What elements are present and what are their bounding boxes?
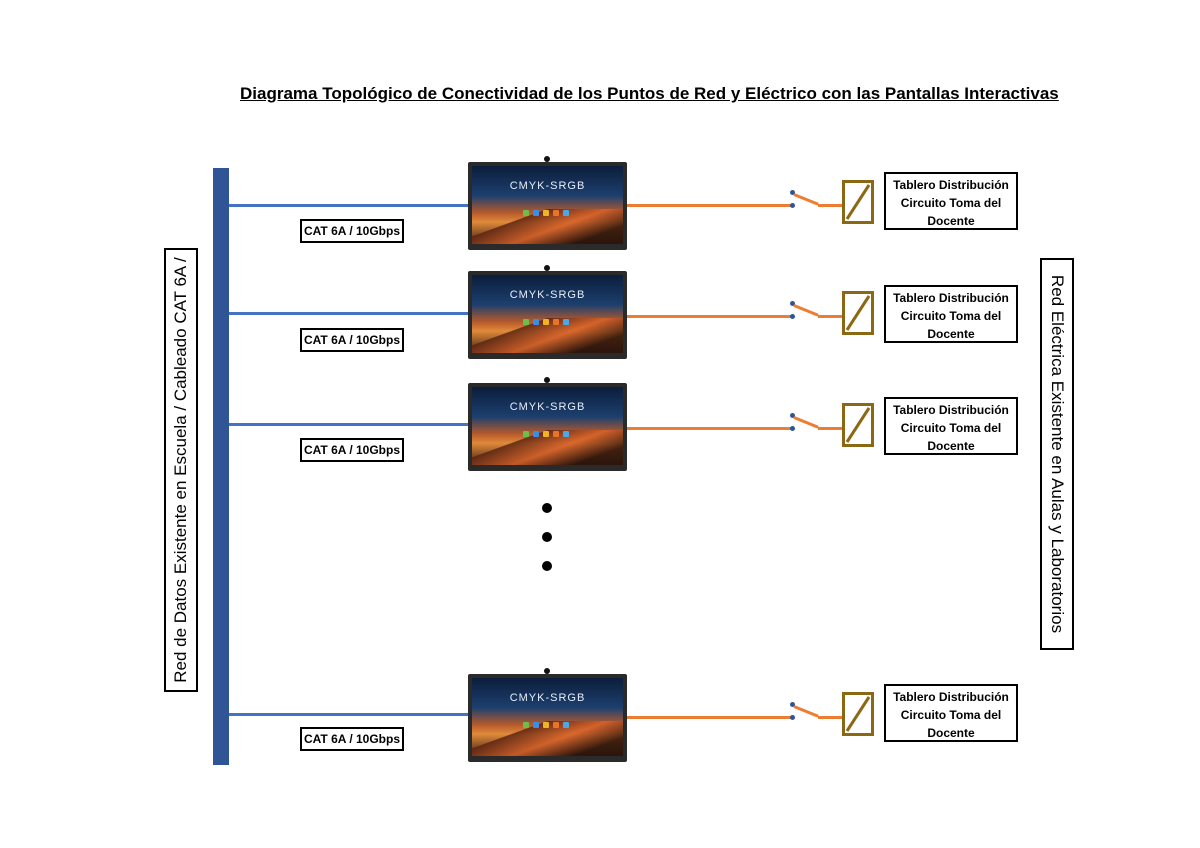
breaker-icon: [842, 180, 874, 224]
power-line: [818, 204, 844, 207]
power-line: [818, 315, 844, 318]
app-dock: [523, 430, 570, 437]
panel-line: Circuito Toma del: [900, 708, 1002, 722]
camera-icon: [544, 265, 550, 271]
switch-contact: [790, 314, 795, 319]
data-link-line: [229, 312, 469, 315]
screen-brand: CMYK-SRGB: [509, 289, 586, 302]
cable-label: CAT 6A / 10Gbps: [300, 438, 404, 462]
cable-label: CAT 6A / 10Gbps: [300, 219, 404, 243]
switch-contact: [790, 203, 795, 208]
data-network-label: Red de Datos Existente en Escuela / Cabl…: [164, 248, 198, 692]
continuation-dot: [542, 561, 552, 571]
data-backbone-bus: [213, 168, 229, 765]
distribution-panel-box: Tablero Distribución Circuito Toma del D…: [884, 397, 1018, 455]
interactive-screen: CMYK-SRGB: [468, 156, 627, 250]
data-network-label-text: Red de Datos Existente en Escuela / Cabl…: [171, 257, 191, 683]
breaker-icon: [842, 692, 874, 736]
continuation-dot: [542, 503, 552, 513]
camera-icon: [544, 156, 550, 162]
switch-contact: [790, 702, 795, 707]
screen-brand: CMYK-SRGB: [509, 401, 586, 414]
cable-label: CAT 6A / 10Gbps: [300, 328, 404, 352]
switch-contact: [790, 190, 795, 195]
data-link-line: [229, 713, 469, 716]
data-link-line: [229, 204, 469, 207]
screen-brand: CMYK-SRGB: [509, 180, 586, 193]
power-network-label-text: Red Eléctrica Existente en Aulas y Labor…: [1048, 274, 1068, 634]
power-line: [627, 427, 792, 430]
breaker-icon: [842, 291, 874, 335]
power-line: [818, 427, 844, 430]
switch-contact: [790, 715, 795, 720]
screen-brand: CMYK-SRGB: [509, 692, 586, 705]
panel-line: Circuito Toma del: [900, 196, 1002, 210]
app-dock: [523, 318, 570, 325]
diagram-title: Diagrama Topológico de Conectividad de l…: [240, 84, 1059, 103]
interactive-screen: CMYK-SRGB: [468, 668, 627, 762]
panel-line: Docente: [927, 327, 975, 341]
power-network-label: Red Eléctrica Existente en Aulas y Labor…: [1040, 258, 1074, 650]
camera-icon: [544, 377, 550, 383]
panel-line: Docente: [927, 214, 975, 228]
switch-arm: [793, 705, 819, 718]
app-dock: [523, 209, 570, 216]
switch-contact: [790, 413, 795, 418]
power-line: [818, 716, 844, 719]
power-line: [627, 716, 792, 719]
panel-line: Tablero Distribución: [893, 291, 1009, 305]
data-link-line: [229, 423, 469, 426]
interactive-screen: CMYK-SRGB: [468, 377, 627, 471]
switch-arm: [793, 193, 819, 206]
continuation-dot: [542, 532, 552, 542]
cable-label: CAT 6A / 10Gbps: [300, 727, 404, 751]
panel-line: Tablero Distribución: [893, 690, 1009, 704]
breaker-icon: [842, 403, 874, 447]
panel-line: Circuito Toma del: [900, 309, 1002, 323]
panel-line: Docente: [927, 439, 975, 453]
distribution-panel-box: Tablero Distribución Circuito Toma del D…: [884, 684, 1018, 742]
panel-line: Tablero Distribución: [893, 178, 1009, 192]
panel-line: Docente: [927, 726, 975, 740]
switch-arm: [793, 304, 819, 317]
panel-line: Tablero Distribución: [893, 403, 1009, 417]
switch-arm: [793, 416, 819, 429]
switch-contact: [790, 301, 795, 306]
power-line: [627, 204, 792, 207]
distribution-panel-box: Tablero Distribución Circuito Toma del D…: [884, 172, 1018, 230]
camera-icon: [544, 668, 550, 674]
app-dock: [523, 721, 570, 728]
switch-contact: [790, 426, 795, 431]
power-line: [627, 315, 792, 318]
distribution-panel-box: Tablero Distribución Circuito Toma del D…: [884, 285, 1018, 343]
panel-line: Circuito Toma del: [900, 421, 1002, 435]
interactive-screen: CMYK-SRGB: [468, 265, 627, 359]
